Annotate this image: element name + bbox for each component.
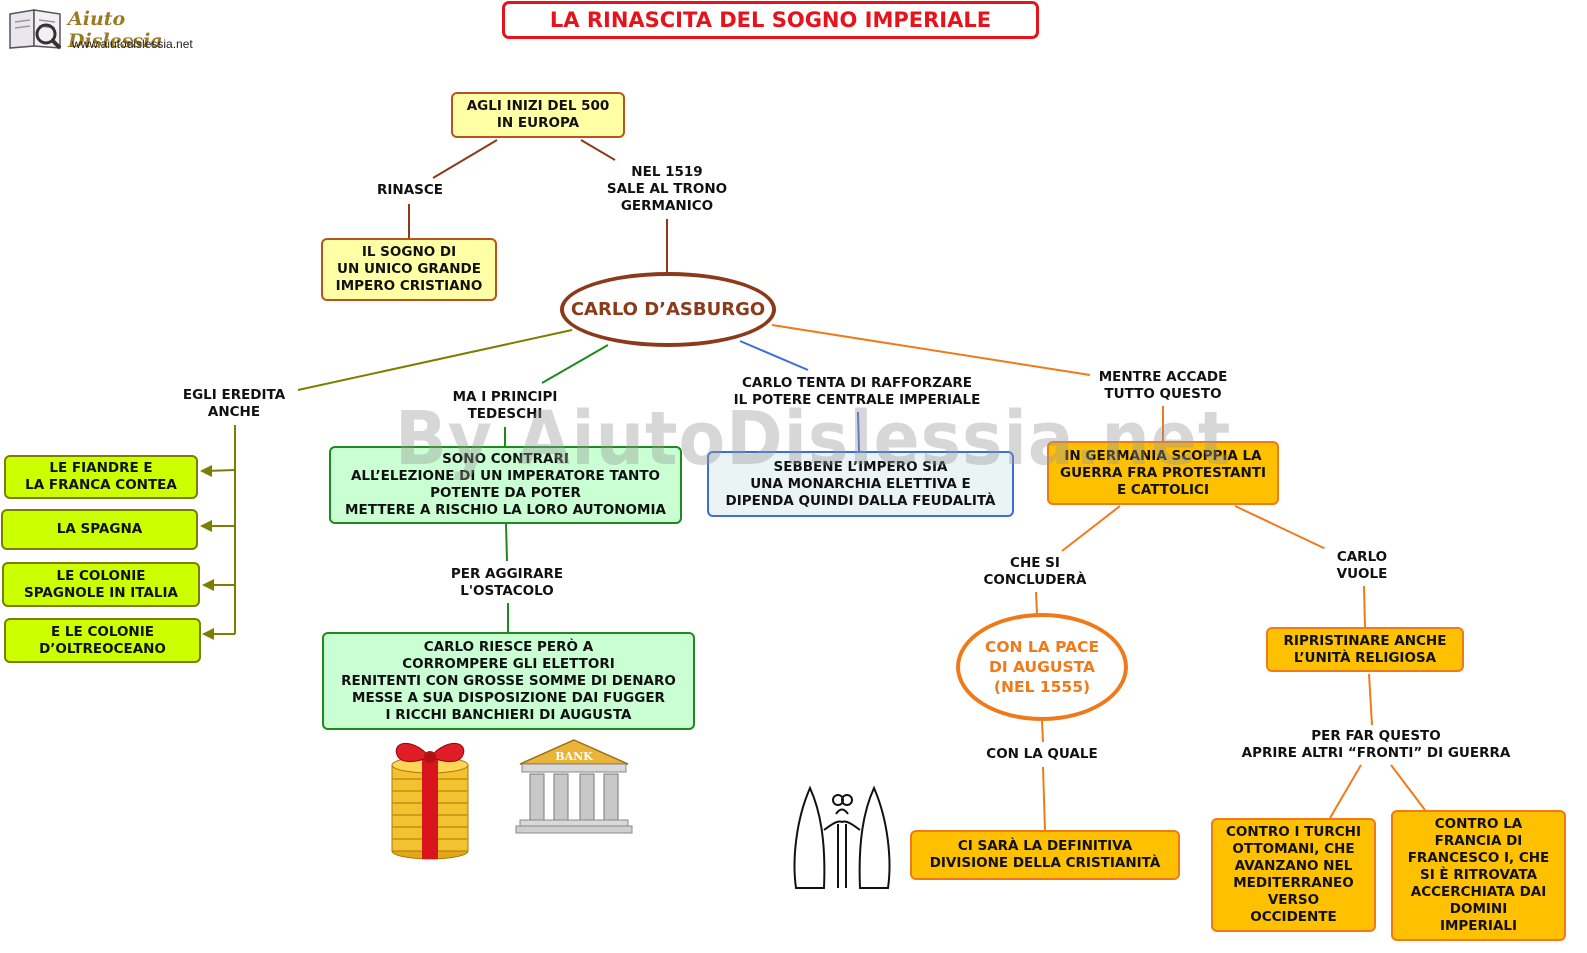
node-ripristinare: RIPRISTINARE ANCHE L’UNITÀ RELIGIOSA — [1266, 627, 1464, 672]
bank-building-icon: BANK — [515, 739, 633, 834]
label-tenta: CARLO TENTA DI RAFFORZARE IL POTERE CENT… — [722, 373, 992, 410]
book-icon — [9, 9, 62, 50]
label-concludera: CHE SI CONCLUDERÀ — [975, 553, 1095, 590]
label-vuole: CARLO VUOLE — [1324, 548, 1400, 584]
label-eredita: EGLI EREDITA ANCHE — [170, 386, 298, 422]
node-inizi: AGLI INIZI DEL 500 IN EUROPA — [451, 92, 625, 138]
node-contrari: SONO CONTRARI ALL’ELEZIONE DI UN IMPERAT… — [329, 446, 682, 524]
node-germania: IN GERMANIA SCOPPIA LA GUERRA FRA PROTES… — [1047, 441, 1279, 505]
node-divisione: CI SARÀ LA DEFINITIVA DIVISIONE DELLA CR… — [910, 830, 1180, 880]
node-sogno: IL SOGNO DI UN UNICO GRANDE IMPERO CRIST… — [321, 238, 497, 301]
label-rinasce: RINASCE — [366, 180, 454, 200]
label-nel1519: NEL 1519 SALE AL TRONO GERMANICO — [597, 163, 737, 216]
node-turchi: CONTRO I TURCHI OTTOMANI, CHE AVANZANO N… — [1211, 818, 1376, 932]
node-spagna: LA SPAGNA — [1, 509, 198, 550]
bank-sign: BANK — [555, 750, 593, 763]
label-mentre: MENTRE ACCADE TUTTO QUESTO — [1090, 368, 1236, 404]
logo-url: www.aiutodislessia.net — [72, 37, 193, 51]
node-colonie-italia: LE COLONIE SPAGNOLE IN ITALIA — [2, 562, 200, 607]
gift-wrapped-coins-icon — [391, 742, 469, 860]
node-corrompere: CARLO RIESCE PERÒ A CORROMPERE GLI ELETT… — [322, 632, 695, 730]
node-carlo-asburgo: CARLO D’ASBURGO — [560, 272, 776, 347]
label-aggirare: PER AGGIRARE L'OSTACOLO — [440, 564, 574, 601]
two-figures-handshake-icon — [793, 785, 891, 889]
olive-arrowheads — [200, 465, 214, 640]
node-francia: CONTRO LA FRANCIA DI FRANCESCO I, CHE SI… — [1391, 810, 1566, 941]
node-sebbene: SEBBENE L’IMPERO SIA UNA MONARCHIA ELETT… — [707, 451, 1014, 517]
label-far-questo: PER FAR QUESTO APRIRE ALTRI “FRONTI” DI … — [1228, 727, 1524, 763]
aiutodislessia-logo: Aiuto Dislessia www.aiutodislessia.net — [6, 4, 206, 52]
page-title: LA RINASCITA DEL SOGNO IMPERIALE — [502, 1, 1039, 39]
label-principi: MA I PRINCIPI TEDESCHI — [438, 387, 572, 424]
label-quale: CON LA QUALE — [978, 744, 1106, 764]
logo-name: Aiuto Dislessia — [68, 8, 163, 52]
node-colonie-oltreoceano: E LE COLONIE D’OLTREOCEANO — [4, 618, 201, 663]
node-pace-augusta: CON LA PACE DI AUGUSTA (NEL 1555) — [956, 613, 1128, 721]
node-fiandre: LE FIANDRE E LA FRANCA CONTEA — [4, 455, 198, 499]
